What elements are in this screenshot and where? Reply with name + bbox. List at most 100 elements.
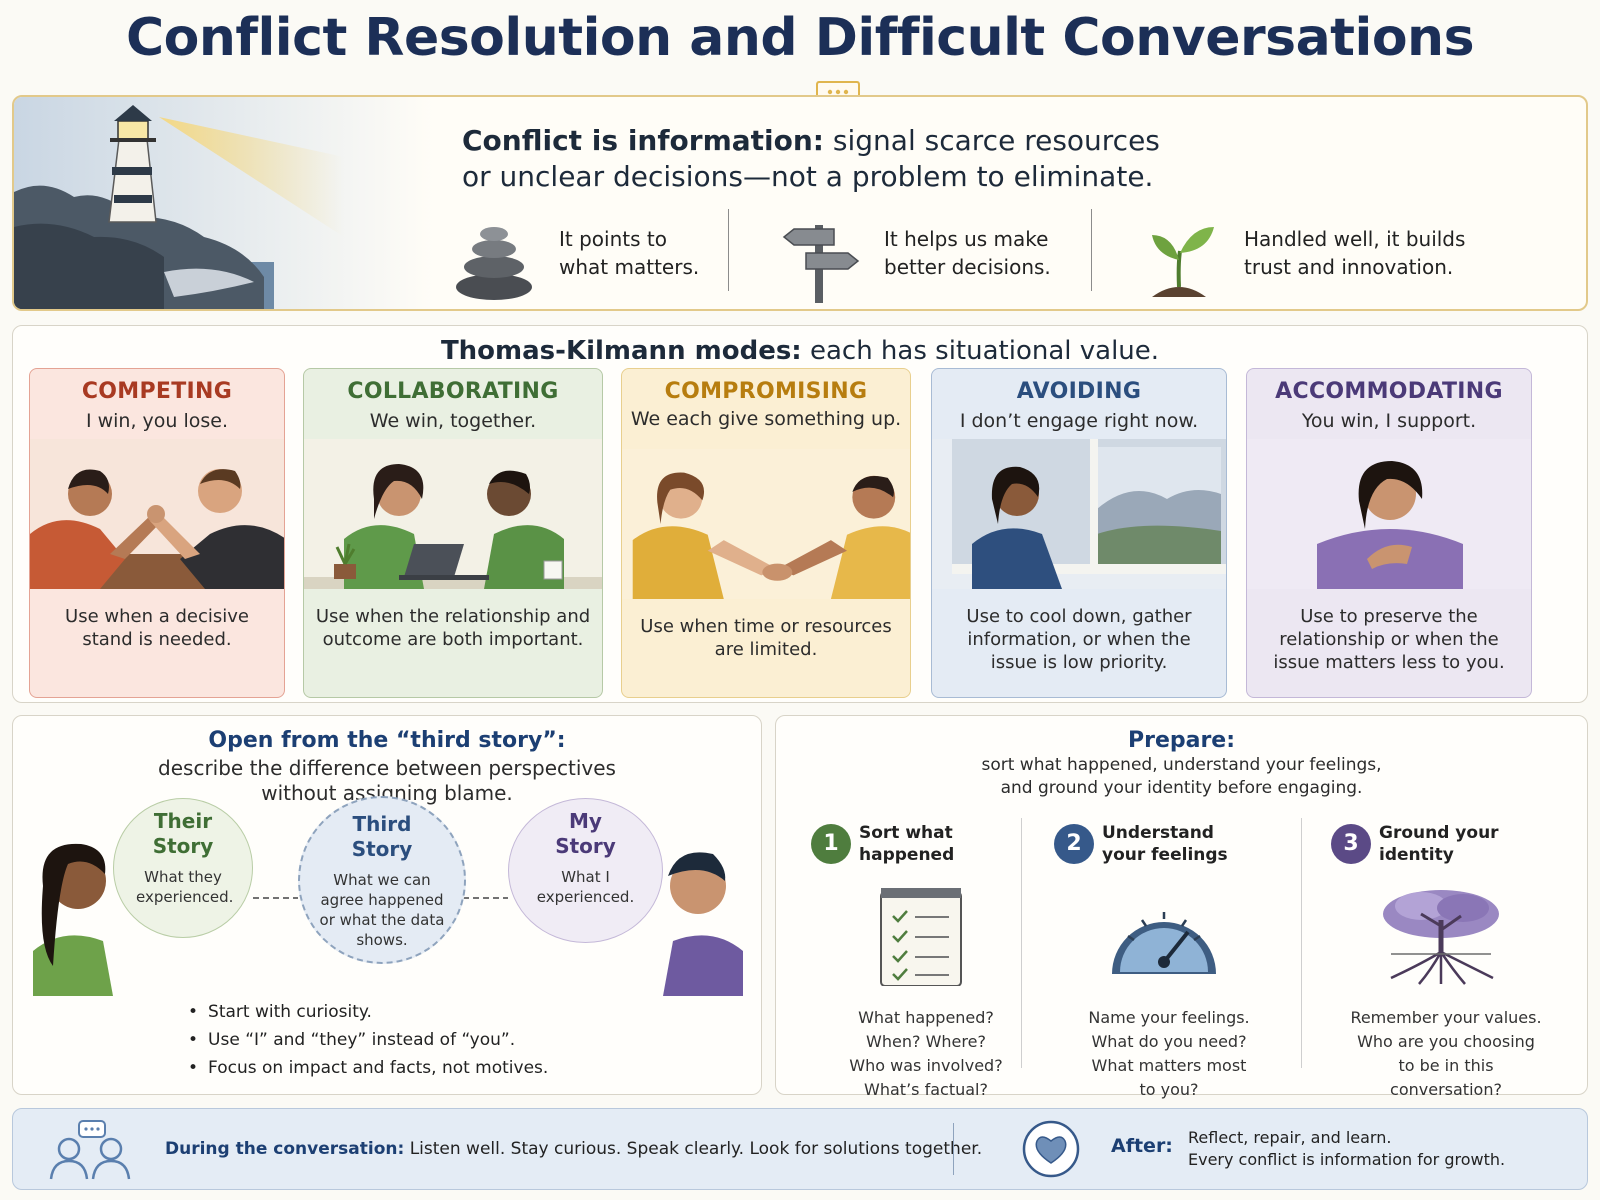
- during-conversation-text: During the conversation: Listen well. St…: [165, 1139, 982, 1159]
- third-story-tips: Start with curiosity. Use “I” and “they”…: [188, 998, 548, 1082]
- mode-use: Use when time or resources are limited.: [640, 616, 892, 660]
- hero-divider-1: [728, 209, 729, 291]
- tree-roots-icon: [1383, 890, 1499, 985]
- third-story-desc: What we can agree happened or what the d…: [319, 871, 445, 949]
- step-question: What matters most: [1091, 1056, 1247, 1075]
- during-label: During the conversation:: [165, 1139, 405, 1159]
- step-question: What do you need?: [1091, 1032, 1247, 1051]
- mode-use: Use to cool down, gather information, or…: [966, 606, 1192, 673]
- prepare-divider-1: [1021, 818, 1022, 1068]
- arm-wrestling-illustration: [30, 439, 284, 589]
- step-label-line2: your feelings: [1102, 845, 1228, 865]
- third-story-people: [33, 843, 743, 996]
- step-number-badge: 1: [811, 824, 851, 864]
- gauge-icon: [1112, 912, 1216, 974]
- my-story-desc: What I experienced.: [536, 868, 635, 906]
- step-questions: Name your feelings. What do you need? Wh…: [1044, 1006, 1294, 1102]
- after-line-2: Every conflict is information for growth…: [1188, 1150, 1506, 1169]
- my-story-title-1: My: [569, 809, 602, 833]
- prepare-subtitle: sort what happened, understand your feel…: [776, 754, 1587, 800]
- mode-use: Use when the relationship and outcome ar…: [315, 606, 591, 650]
- their-story-title-2: Story: [152, 834, 214, 858]
- after-text: Reflect, repair, and learn. Every confli…: [1188, 1127, 1505, 1171]
- signpost-icon: [782, 225, 860, 303]
- hero-point-3-line1: Handled well, it builds: [1244, 227, 1466, 251]
- step-label-line2: identity: [1379, 845, 1454, 865]
- conversation-tips-bar: During the conversation: Listen well. St…: [12, 1108, 1588, 1190]
- step-label-line1: Understand: [1102, 823, 1214, 843]
- tip-item: Focus on impact and facts, not motives.: [188, 1054, 548, 1082]
- thomas-kilmann-section: Thomas-Kilmann modes: each has situation…: [12, 325, 1588, 703]
- third-story-panel: Open from the “third story”: describe th…: [12, 715, 762, 1095]
- their-story-desc: What they experienced.: [136, 868, 234, 906]
- mode-tagline: I win, you lose.: [85, 410, 229, 432]
- mode-use: Use when a decisive stand is needed.: [65, 606, 249, 650]
- mode-card-accommodating: ACCOMMODATING You win, I support. Use to…: [1246, 368, 1532, 698]
- handshake-illustration: [622, 449, 910, 599]
- third-story-title-2: Story: [351, 837, 413, 861]
- hero-point-1-line1: It points to: [559, 227, 667, 251]
- my-story-title-2: Story: [555, 834, 616, 858]
- stacked-stones-icon: [456, 227, 532, 300]
- hero-divider-2: [1091, 209, 1092, 291]
- mode-name: ACCOMMODATING: [1275, 379, 1503, 404]
- prepare-panel: Prepare: sort what happened, understand …: [775, 715, 1588, 1099]
- hero-headline-bold: Conflict is information:: [462, 124, 824, 157]
- step-questions: Remember your values. Who are you choosi…: [1321, 1006, 1571, 1102]
- after-line-1: Reflect, repair, and learn.: [1188, 1128, 1392, 1147]
- checklist-icon: [880, 888, 962, 986]
- tip-item: Use “I” and “they” instead of “you”.: [188, 1026, 548, 1054]
- step-question: Name your feelings.: [1088, 1008, 1250, 1027]
- mode-tagline: We each give something up.: [630, 408, 902, 430]
- step-number-badge: 3: [1331, 824, 1371, 864]
- step-question: Who was involved?: [849, 1056, 1003, 1075]
- mode-use: Use to preserve the relationship or when…: [1273, 606, 1505, 673]
- page-title: Conflict Resolution and Difficult Conver…: [125, 8, 1475, 68]
- mode-name: AVOIDING: [1016, 379, 1142, 404]
- mode-tagline: I don’t engage right now.: [959, 410, 1199, 432]
- third-story-subtitle: describe the difference between perspect…: [13, 756, 761, 806]
- step-question: conversation?: [1390, 1080, 1502, 1099]
- hand-on-heart-illustration: [1247, 439, 1531, 589]
- mode-card-competing: COMPETING I win, you lose. Use when a de…: [29, 368, 285, 698]
- hero-headline-line2: or unclear decisions—not a problem to el…: [462, 160, 1154, 193]
- prepare-sub2: and ground your identity before engaging…: [1000, 778, 1363, 798]
- step-question: What’s factual?: [864, 1080, 988, 1099]
- tk-title: Thomas-Kilmann modes: each has situation…: [13, 336, 1587, 366]
- mode-card-collaborating: COLLABORATING We win, together. Use when…: [303, 368, 603, 698]
- conflict-information-banner: Conflict is information: signal scarce r…: [12, 95, 1588, 311]
- mode-card-compromising: COMPROMISING We each give something up. …: [621, 368, 911, 698]
- mode-tagline: We win, together.: [369, 410, 537, 432]
- step-label-line1: Sort what: [859, 823, 953, 843]
- my-story-bubble: My Story What I experienced.: [508, 798, 663, 943]
- step-question: Who are you choosing: [1357, 1032, 1535, 1051]
- step-question: to be in this: [1398, 1056, 1494, 1075]
- after-label: After:: [1111, 1135, 1173, 1157]
- sprout-icon: [1152, 227, 1214, 297]
- step-number-badge: 2: [1054, 824, 1094, 864]
- third-story-title-1: Third: [352, 812, 412, 836]
- bottom-divider: [953, 1123, 954, 1175]
- hero-point-2-line1: It helps us make: [884, 227, 1049, 251]
- mode-tagline: You win, I support.: [1301, 410, 1477, 432]
- third-story-heading: Open from the “third story”:: [208, 728, 566, 753]
- prepare-divider-2: [1301, 818, 1302, 1068]
- conversation-people-icon: [49, 1120, 131, 1180]
- their-story-title-1: Their: [153, 809, 213, 833]
- step-question: When? Where?: [866, 1032, 986, 1051]
- third-story-bubble: Third Story What we can agree happened o…: [298, 796, 466, 964]
- prepare-sub1: sort what happened, understand your feel…: [981, 755, 1382, 775]
- window-gazing-illustration: [932, 439, 1226, 589]
- hero-point-1-line2: what matters.: [559, 255, 700, 279]
- hero-headline: Conflict is information: signal scarce r…: [462, 123, 1160, 195]
- during-text: Listen well. Stay curious. Speak clearly…: [409, 1139, 983, 1159]
- step-questions: What happened? When? Where? Who was invo…: [801, 1006, 1051, 1102]
- step-question: What happened?: [858, 1008, 994, 1027]
- step-question: Remember your values.: [1350, 1008, 1542, 1027]
- tk-title-rest: each has situational value.: [809, 336, 1160, 366]
- third-story-sub1: describe the difference between perspect…: [158, 756, 616, 780]
